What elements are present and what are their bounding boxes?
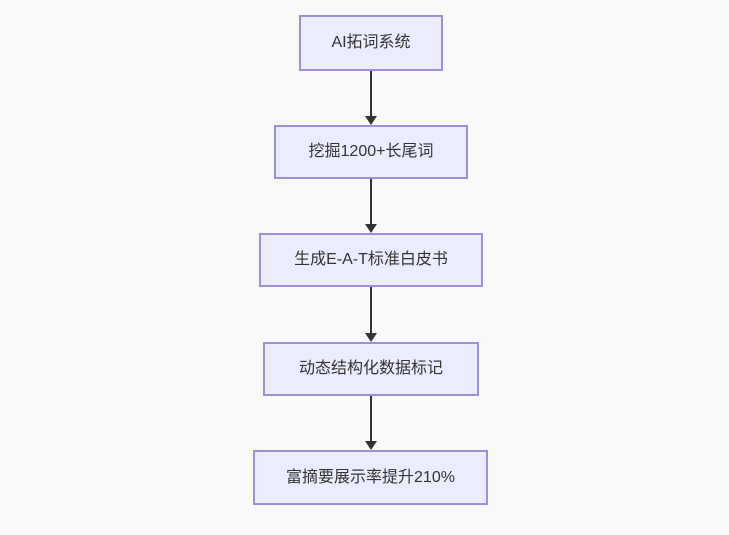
flow-node-ai-keyword-system: AI拓词系统 — [299, 15, 443, 71]
arrowhead-down-icon — [365, 441, 377, 450]
flow-node-label: 动态结构化数据标记 — [298, 360, 443, 378]
flow-node-eat-whitepaper: 生成E-A-T标准白皮书 — [259, 233, 483, 287]
arrow-line — [370, 71, 372, 117]
arrow-line — [370, 396, 372, 442]
flow-arrow-4 — [364, 396, 378, 450]
flow-arrow-3 — [364, 287, 378, 342]
flow-node-rich-snippet-result: 富摘要展示率提升210% — [253, 450, 488, 505]
flow-node-label: AI拓词系统 — [331, 34, 411, 52]
arrow-line — [370, 287, 372, 334]
flow-node-label: 富摘要展示率提升210% — [286, 468, 455, 486]
arrowhead-down-icon — [365, 116, 377, 125]
flow-node-label: 生成E-A-T标准白皮书 — [294, 251, 448, 269]
flow-node-label: 挖掘1200+长尾词 — [308, 143, 434, 161]
flow-node-longtail-mining: 挖掘1200+长尾词 — [274, 125, 468, 179]
arrow-line — [370, 179, 372, 225]
flow-arrow-1 — [364, 71, 378, 125]
flow-arrow-2 — [364, 179, 378, 233]
flow-node-structured-data: 动态结构化数据标记 — [263, 342, 479, 396]
arrowhead-down-icon — [365, 333, 377, 342]
arrowhead-down-icon — [365, 224, 377, 233]
